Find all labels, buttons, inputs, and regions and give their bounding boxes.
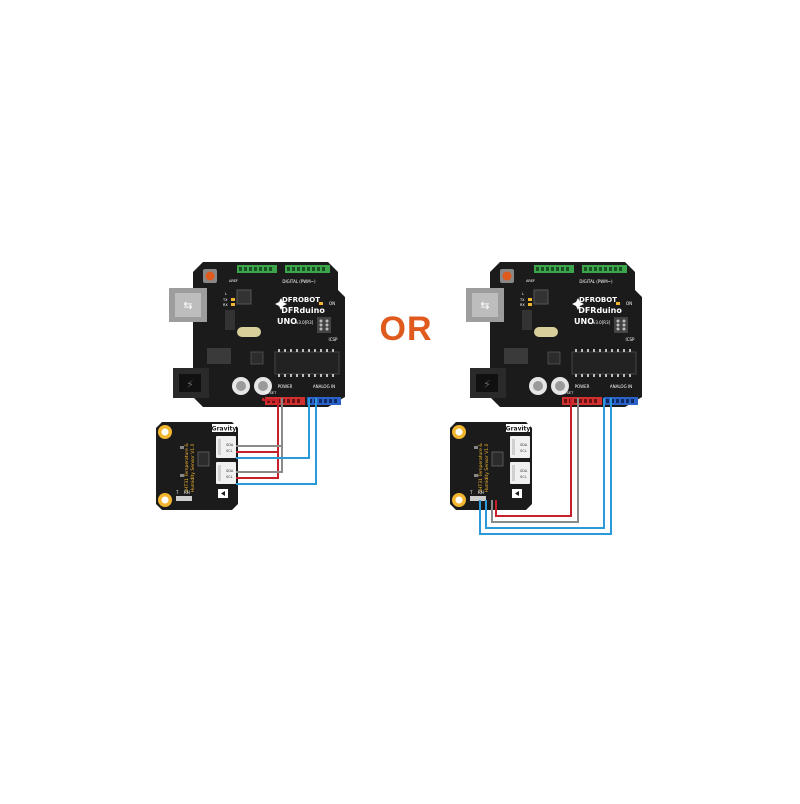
sht31-sensor-left: Gravity SHT31 Temperature & Humidity Sen… [155, 421, 239, 511]
board-model-right: UNO [574, 317, 594, 326]
board-version-left: v3.0[R3] [296, 320, 314, 325]
board-version-right: v3.0[R3] [593, 320, 611, 325]
wire-red-right [495, 398, 572, 517]
or-separator: OR [379, 310, 433, 348]
wire-blue-right-2 [479, 398, 612, 535]
sensor-title-left: SHT31 Temperature & [184, 443, 190, 493]
rx-label-right: RX [520, 303, 525, 307]
sensor-subtitle-right: Humidity Sensor V1.0 [484, 443, 490, 492]
board-brand-right: DFROBOT [579, 296, 617, 304]
wire-gray-left-2 [236, 446, 283, 473]
digital-header-label-left: DIGITAL (PWM~) [282, 279, 316, 284]
sht31-sensor-right: Gravity SHT31 Temperature & Humidity Sen… [449, 421, 533, 511]
t-pin-label-left: T [175, 490, 179, 495]
wire-red-left-1 [236, 398, 279, 453]
wire-blue-right-1 [485, 398, 605, 529]
wire-blue-left-2 [236, 398, 317, 485]
sda-label-right-1: SDA [520, 443, 528, 447]
scl-label-right-2: SCL [520, 475, 527, 479]
wires-left [236, 398, 317, 485]
scl-label-left-1: SCL [226, 449, 233, 453]
arduino-board-left: DFROBOT DFRduino UNO v3.0[R3] DIGITAL (P… [168, 261, 346, 408]
on-led-label-right: ON [626, 301, 632, 306]
right-wiring-option: DFROBOT DFRduino UNO v3.0[R3] DIGITAL (P… [449, 261, 643, 535]
aref-label-left: AREF [229, 279, 238, 283]
icsp-label-left: ICSP [329, 337, 339, 342]
sensor-subtitle-left: Humidity Sensor V1.0 [190, 443, 196, 492]
on-led-label-left: ON [329, 301, 335, 306]
l-led-label-left: L [225, 292, 227, 296]
analog-header-label-right: ANALOG IN [610, 384, 632, 389]
rh-pin-label-right: RH [478, 490, 484, 495]
board-model-left: UNO [277, 317, 297, 326]
tx-label-right: TX [519, 298, 525, 302]
sda-label-right-2: SDA [520, 469, 528, 473]
sensor-brand-right: Gravity [506, 426, 531, 433]
rh-pin-label-left: RH [184, 490, 190, 495]
tx-label-left: TX [222, 298, 228, 302]
wire-gray-right [491, 398, 579, 523]
wire-red-left-2 [236, 452, 279, 479]
sensor-title-right: SHT31 Temperature & [478, 443, 484, 493]
board-brand-left: DFROBOT [282, 296, 320, 304]
wire-blue-left-1 [236, 398, 310, 459]
board-name-left: DFRduino [281, 306, 325, 315]
left-wiring-option: DFROBOT DFRduino UNO v3.0[R3] DIGITAL (P… [155, 261, 346, 511]
reset-label-left: RESET [265, 391, 277, 395]
l-led-label-right: L [522, 292, 524, 296]
sensor-brand-left: Gravity [212, 426, 237, 433]
board-name-right: DFRduino [578, 306, 622, 315]
power-header-label-left: POWER [278, 384, 293, 389]
scl-label-left-2: SCL [226, 475, 233, 479]
digital-header-label-right: DIGITAL (PWM~) [579, 279, 613, 284]
t-pin-label-right: T [469, 490, 473, 495]
rx-label-left: RX [223, 303, 228, 307]
aref-label-right: AREF [526, 279, 535, 283]
reset-label-right: RESET [562, 391, 574, 395]
scl-label-right-1: SCL [520, 449, 527, 453]
arduino-board-right: DFROBOT DFRduino UNO v3.0[R3] DIGITAL (P… [465, 261, 643, 408]
power-header-label-right: POWER [575, 384, 590, 389]
sda-label-left-2: SDA [226, 469, 234, 473]
wires-right [479, 398, 612, 535]
sda-label-left-1: SDA [226, 443, 234, 447]
analog-header-label-left: ANALOG IN [313, 384, 335, 389]
icsp-label-right: ICSP [626, 337, 636, 342]
